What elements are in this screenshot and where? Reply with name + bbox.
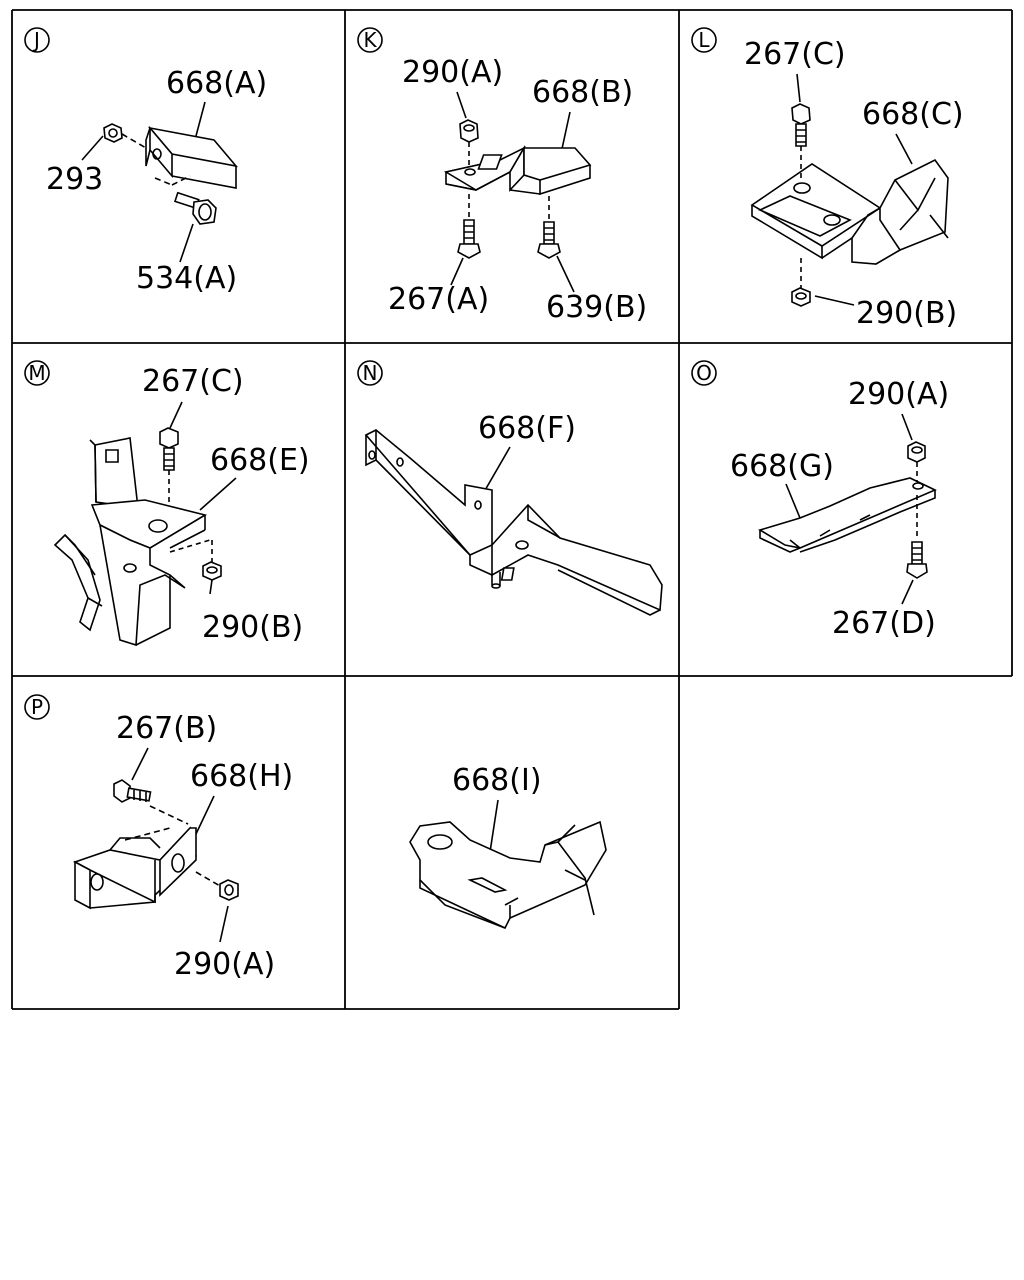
part-label: 639(B) bbox=[546, 290, 647, 325]
panel-n: N 668(F) bbox=[358, 361, 662, 615]
panel-letter: N bbox=[363, 361, 378, 385]
part-label: 267(B) bbox=[116, 711, 217, 746]
part-label: 293 bbox=[46, 162, 103, 197]
part-label: 267(A) bbox=[388, 282, 489, 317]
part-label: 290(B) bbox=[202, 610, 303, 645]
panel-letter-circle bbox=[692, 361, 716, 385]
bracket-668h bbox=[75, 806, 196, 908]
panel-letter: O bbox=[696, 361, 712, 385]
part-label: 668(H) bbox=[190, 759, 293, 794]
panel-letter-circle bbox=[25, 695, 49, 719]
part-label: 668(I) bbox=[452, 763, 542, 798]
part-label: 267(D) bbox=[832, 606, 936, 641]
nut-290b bbox=[792, 258, 810, 306]
bracket-668b bbox=[446, 148, 590, 194]
panel-j: J 668(A) 293 534(A) bbox=[25, 28, 267, 296]
panel-k: K 290(A) 668(B) 267(A) 639(B) bbox=[358, 28, 647, 325]
panel-letter-circle bbox=[358, 361, 382, 385]
bracket-668e bbox=[55, 438, 210, 645]
bolt-267c bbox=[160, 428, 178, 505]
part-label: 290(A) bbox=[402, 55, 503, 90]
bracket-668c bbox=[752, 160, 948, 264]
bracket-668g bbox=[760, 478, 935, 552]
panel-letter-circle bbox=[25, 28, 49, 52]
part-label: 668(B) bbox=[532, 75, 633, 110]
panel-letter-circle bbox=[25, 361, 49, 385]
nut-290b bbox=[203, 540, 221, 580]
part-label: 267(C) bbox=[142, 364, 244, 399]
part-label: 290(A) bbox=[848, 377, 949, 412]
panel-q: 668(I) bbox=[410, 763, 606, 928]
nut-293 bbox=[104, 124, 146, 148]
panel-m: M 267(C) 668(E) 290(B) bbox=[25, 361, 310, 645]
panel-letter-circle bbox=[358, 28, 382, 52]
bolt-267b bbox=[114, 780, 151, 802]
panel-letter-circle bbox=[692, 28, 716, 52]
bolt-639b bbox=[538, 196, 560, 258]
nut-290a bbox=[196, 872, 238, 900]
part-label: 668(A) bbox=[166, 66, 267, 101]
panel-letter: L bbox=[698, 28, 710, 52]
panel-letter: J bbox=[32, 28, 40, 52]
bracket-668a bbox=[146, 128, 236, 188]
bolt-534a bbox=[155, 176, 216, 224]
part-label: 267(C) bbox=[744, 37, 846, 72]
part-label: 668(E) bbox=[210, 443, 310, 478]
panel-l: L 267(C) 668(C) 290(B) bbox=[692, 28, 964, 331]
panel-o: O 290(A) 668(G) 267(D) bbox=[692, 361, 949, 641]
nut-290a bbox=[460, 120, 478, 168]
panel-p: P 267(B) 668(H) 290(A) bbox=[25, 695, 293, 982]
part-label: 668(G) bbox=[730, 449, 834, 484]
bracket-668i bbox=[410, 822, 606, 928]
part-label: 290(A) bbox=[174, 947, 275, 982]
part-label: 668(F) bbox=[478, 411, 576, 446]
panel-letter: M bbox=[28, 361, 45, 385]
bracket-668f bbox=[366, 430, 662, 615]
panel-letter: K bbox=[363, 28, 377, 52]
bolt-267d bbox=[907, 495, 927, 578]
part-label: 668(C) bbox=[862, 97, 964, 132]
bolt-267a bbox=[458, 194, 480, 258]
panel-letter: P bbox=[31, 695, 43, 719]
part-label: 290(B) bbox=[856, 296, 957, 331]
nut-290a bbox=[908, 442, 925, 482]
grid-lines bbox=[12, 10, 1012, 1009]
bolt-267c bbox=[792, 104, 810, 180]
part-label: 534(A) bbox=[136, 261, 237, 296]
